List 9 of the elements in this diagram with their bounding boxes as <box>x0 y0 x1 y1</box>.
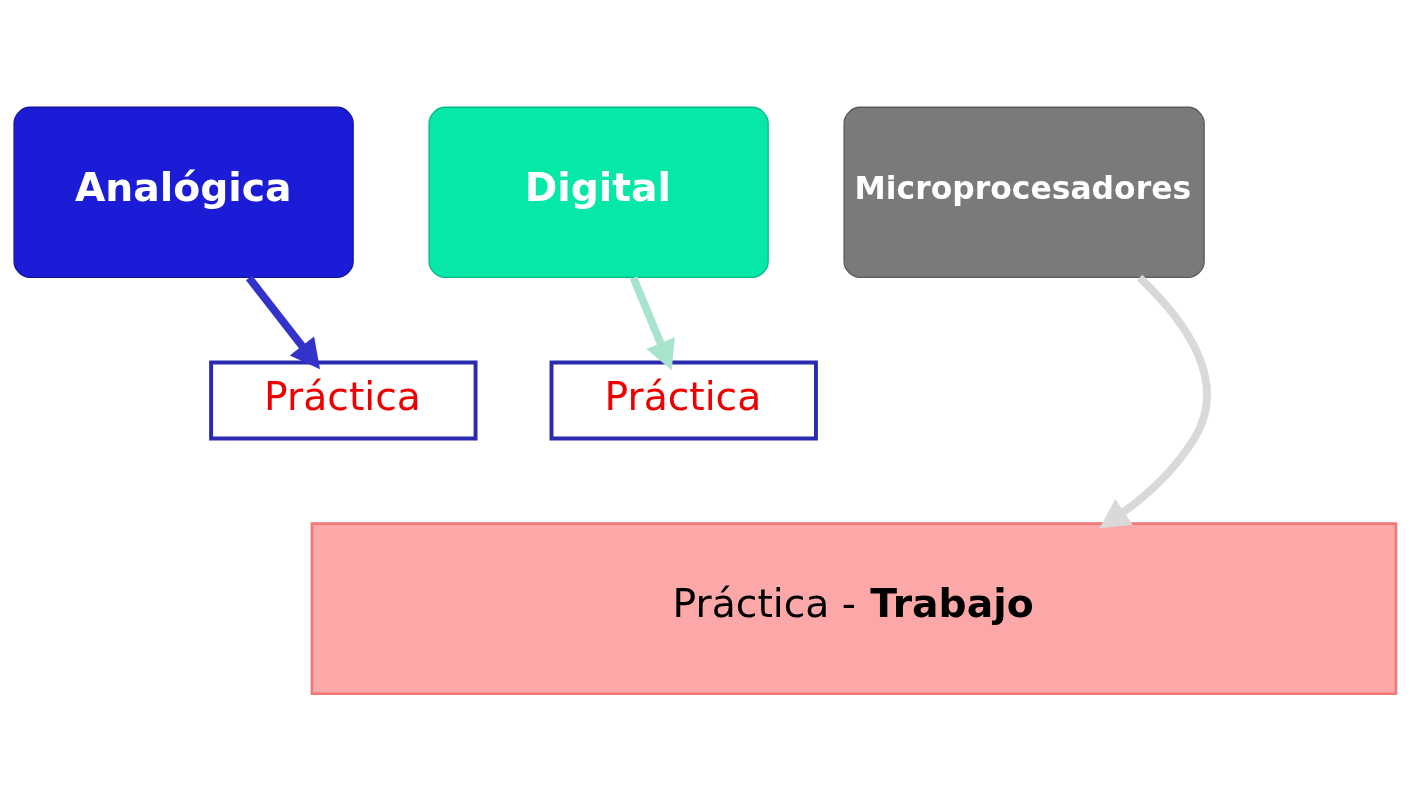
node-box: Analógica <box>13 106 354 279</box>
arrow <box>245 275 320 370</box>
node-box: Digital <box>428 106 769 279</box>
node-box: Práctica <box>549 360 818 441</box>
node-box: Práctica - Trabajo <box>310 522 1398 696</box>
arrow <box>629 276 675 371</box>
node-box: Microprocesadores <box>843 106 1205 279</box>
node-box: Práctica <box>209 360 478 441</box>
arrow <box>1099 274 1211 529</box>
